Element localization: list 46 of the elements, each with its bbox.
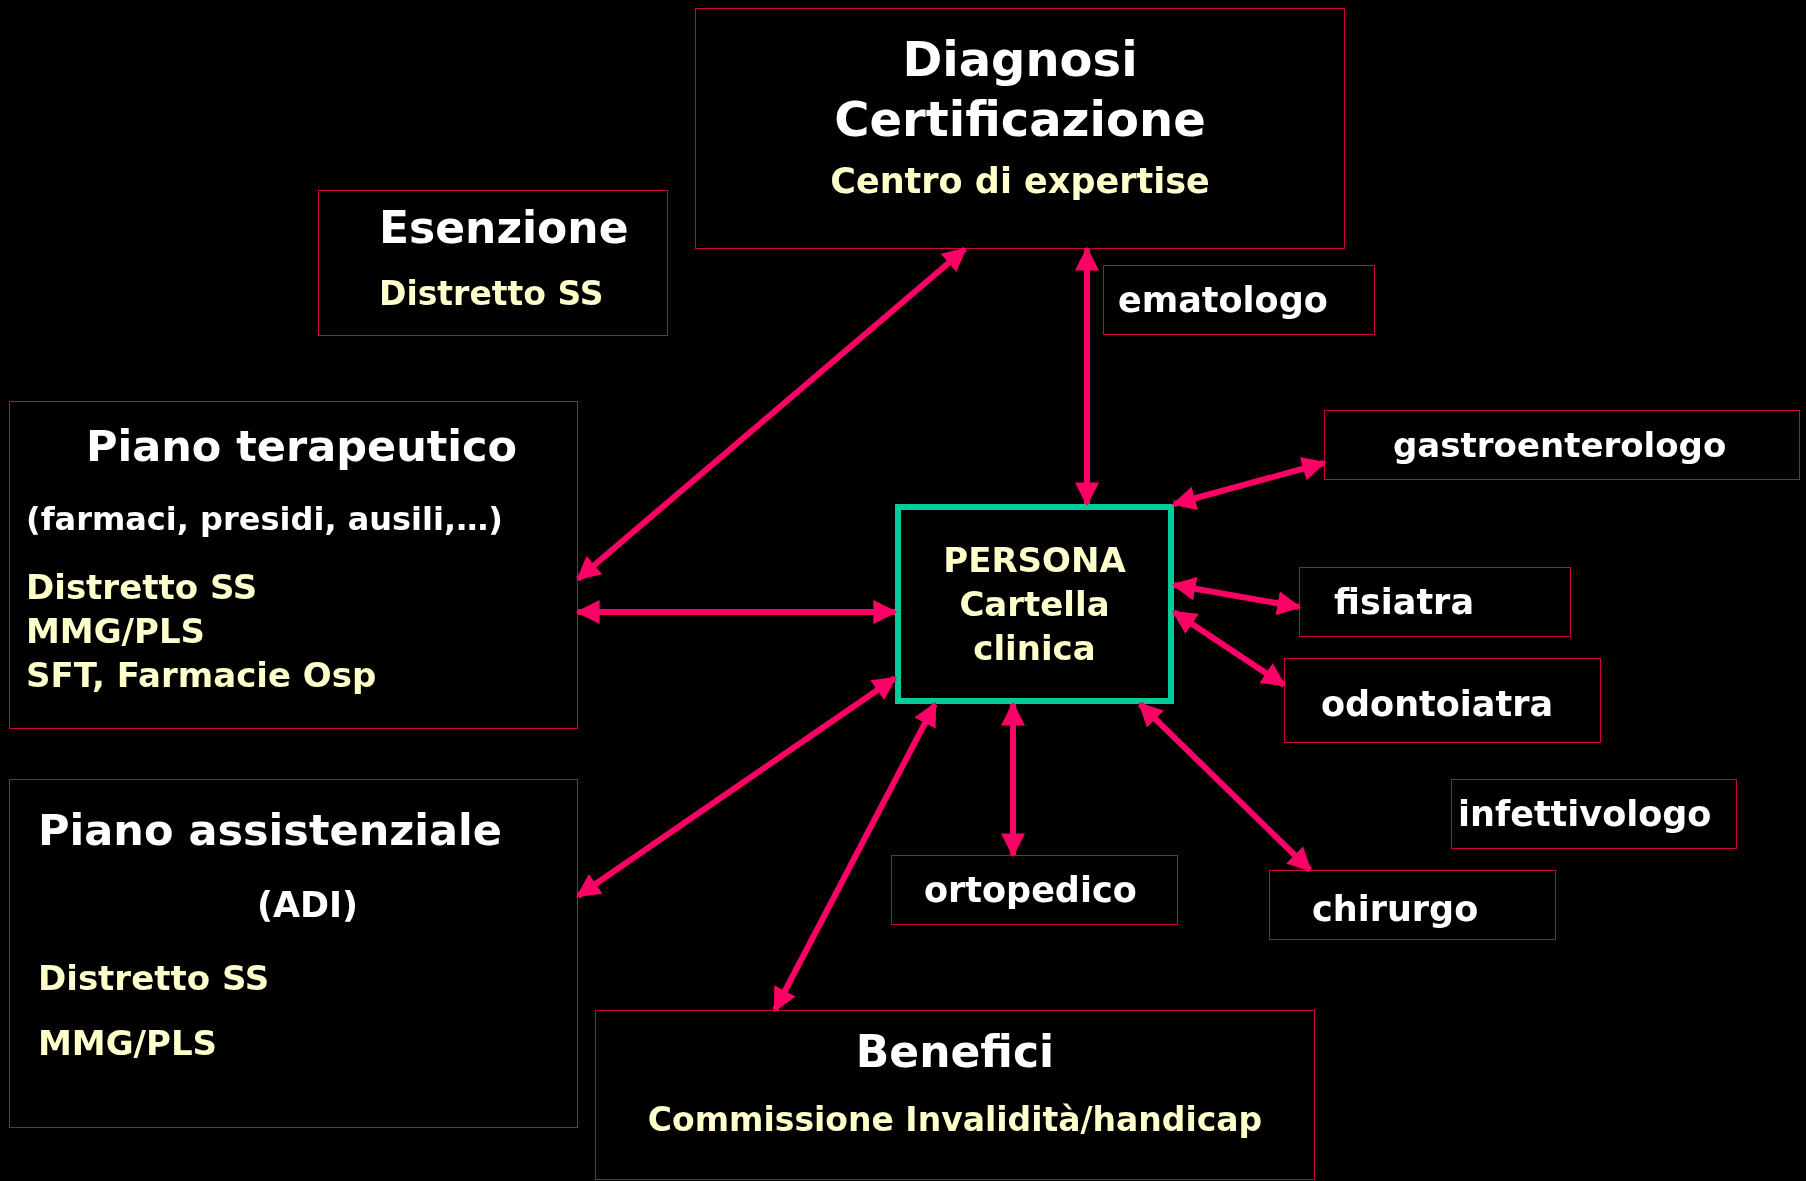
box-text: (farmaci, presidi, ausili,…) [26, 498, 503, 540]
box-text: SFT, Farmacie Osp [26, 653, 377, 697]
double-arrow [1075, 246, 1099, 507]
text-box [1299, 567, 1571, 637]
box-heading: ortopedico [924, 868, 1137, 912]
box-text: Distretto SS [26, 565, 258, 609]
double-arrow [1171, 457, 1327, 510]
box-heading: fisiatra [1334, 580, 1474, 624]
box-heading: Diagnosi Certificazione [833, 30, 1207, 149]
double-arrow [576, 246, 967, 582]
box-text: (ADI) [256, 883, 359, 927]
text-box [1103, 265, 1375, 335]
box-heading: Piano assistenziale [38, 804, 502, 857]
double-arrow [1171, 576, 1302, 616]
double-arrow [1137, 701, 1313, 873]
box-text: Commissione Invalidità/handicap [647, 1099, 1263, 1141]
double-arrow [576, 675, 897, 899]
text-box [695, 8, 1345, 249]
box-heading: ematologo [1118, 278, 1328, 322]
double-arrow [772, 701, 938, 1013]
box-text: MMG/PLS [26, 609, 206, 653]
box-text: Distretto SS [38, 957, 270, 1000]
central-box [895, 504, 1174, 704]
box-heading: Benefici [855, 1025, 1055, 1079]
text-box [1451, 779, 1737, 849]
text-box [595, 1010, 1315, 1180]
box-heading: Esenzione [379, 201, 629, 255]
box-heading: infettivologo [1458, 792, 1712, 836]
box-heading: gastroenterologo [1393, 423, 1727, 467]
text-box [318, 190, 668, 336]
double-arrow [1172, 609, 1286, 688]
text-box [1269, 870, 1556, 940]
text-box [1324, 410, 1800, 480]
double-arrow [575, 600, 898, 624]
text-box [9, 779, 578, 1128]
box-text: Centro di expertise [830, 160, 1210, 203]
box-heading: chirurgo [1312, 887, 1479, 931]
text-box [891, 855, 1178, 925]
double-arrow [1001, 701, 1025, 858]
box-heading: PERSONA Cartella clinica [942, 538, 1127, 671]
box-heading: Piano terapeutico [85, 420, 518, 473]
box-text: Distretto SS [379, 273, 604, 315]
box-text: MMG/PLS [38, 1022, 218, 1065]
text-box [9, 401, 578, 729]
box-heading: odontoiatra [1321, 683, 1554, 727]
text-box [1284, 658, 1601, 743]
